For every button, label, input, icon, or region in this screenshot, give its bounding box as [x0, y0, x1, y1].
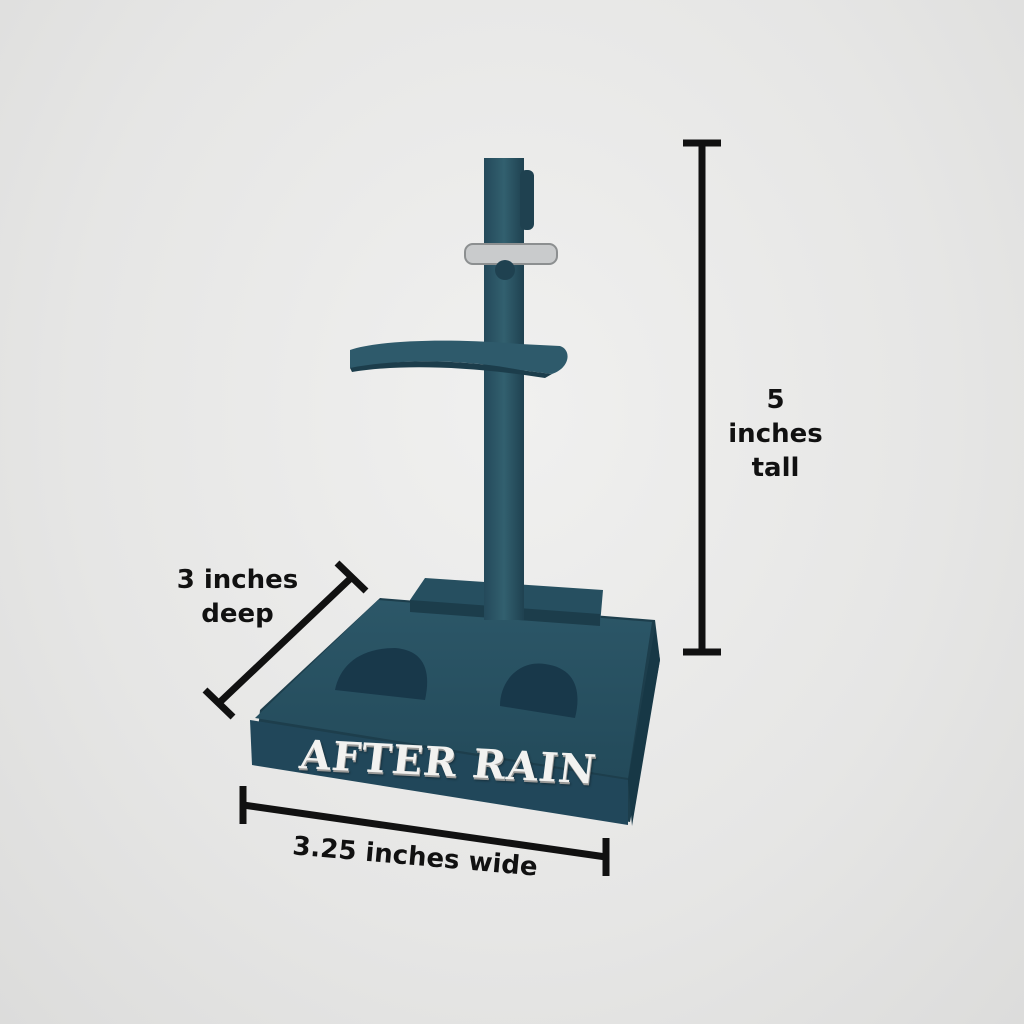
height-label-line-1: 5 — [766, 385, 785, 415]
depth-label-line-1: 3 inches — [176, 565, 299, 595]
adjustment-pin — [464, 243, 558, 280]
height-dimension-bar — [683, 139, 721, 656]
depth-label-line-2: deep — [201, 599, 274, 629]
depth-label: 3 inches deep — [160, 563, 315, 631]
width-dimension-bar — [239, 786, 610, 876]
stand-base — [250, 598, 660, 826]
vertical-post — [484, 158, 534, 620]
height-label: 5 inches tall — [718, 383, 833, 485]
height-label-line-3: tall — [751, 453, 800, 483]
holder-arm — [350, 340, 568, 378]
height-label-line-2: inches — [728, 419, 823, 449]
right-foot-cutout — [500, 663, 578, 718]
depth-dimension-bar — [202, 560, 369, 720]
left-foot-cutout — [335, 648, 428, 700]
